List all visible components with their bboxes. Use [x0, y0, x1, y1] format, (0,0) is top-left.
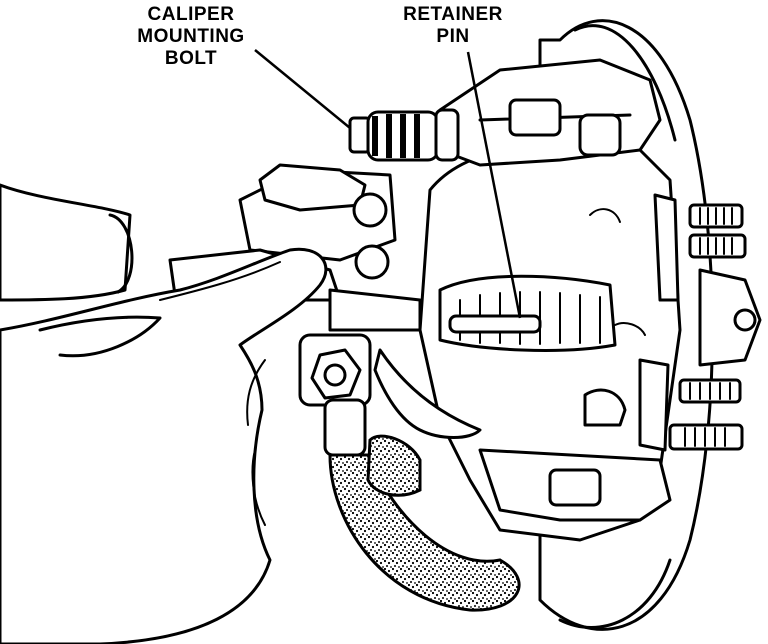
hand	[0, 183, 328, 644]
retainer-label-line-1: RETAINER	[403, 4, 503, 25]
caliper-bolt-leader-line	[254, 49, 351, 129]
brake-hose	[298, 333, 521, 612]
caliper-body	[418, 58, 682, 542]
hub	[698, 268, 762, 367]
wheel-studs	[668, 203, 747, 451]
caliper-label-line-3: BOLT	[164, 48, 218, 69]
caliper-label-line-1: CALIPER	[147, 4, 235, 25]
caliper-label-line-2: MOUNTING	[137, 26, 245, 47]
caliper-mounting-bolt-label: CALIPER MOUNTING BOLT	[106, 4, 276, 70]
retainer-label-line-2: PIN	[436, 26, 470, 47]
retainer-pin-label: RETAINER PIN	[398, 4, 508, 48]
retainer-pin-leader-line	[466, 51, 522, 319]
caliper-mounting-bolt	[348, 108, 460, 162]
